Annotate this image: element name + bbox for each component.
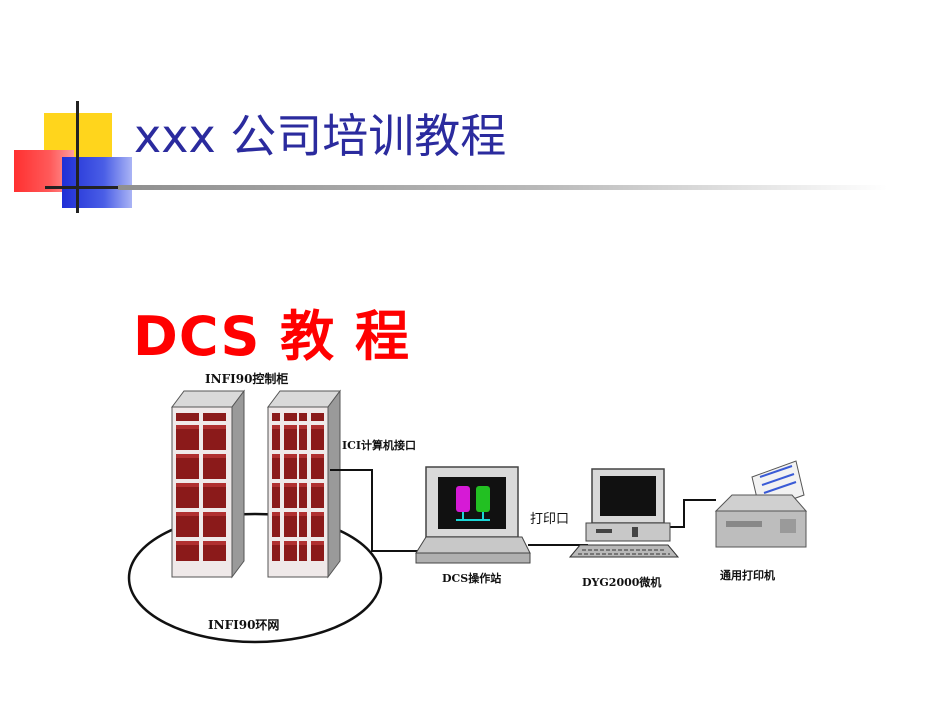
deco-vertical-line — [76, 101, 79, 213]
workstation-label: DCS操作站 — [442, 571, 501, 585]
deco-blue-square — [62, 157, 132, 208]
print-port-label: 打印口 — [530, 512, 569, 527]
infi90-ring — [127, 512, 383, 644]
ici-connection-line — [330, 469, 430, 552]
workstation-screen-icon — [456, 486, 470, 512]
control-cabinet-2 — [267, 389, 341, 579]
slide-subtitle: DCS 教 程 — [133, 305, 410, 368]
dyg2000-microcomputer — [568, 468, 680, 558]
ici-interface-label: ICI计算机接口 — [342, 438, 416, 452]
microcomputer-label: DYG2000微机 — [582, 575, 661, 589]
printer-label: 通用打印机 — [720, 568, 775, 582]
title-underline — [118, 185, 888, 190]
printer-connection-line — [660, 499, 716, 528]
page-title: xxx 公司培训教程 — [134, 109, 507, 163]
dcs-workstation — [415, 466, 531, 564]
printer — [714, 460, 808, 548]
control-cabinet-1 — [171, 389, 245, 579]
deco-horizontal-line — [45, 186, 131, 189]
ring-label: INFI90环网 — [208, 618, 279, 632]
cabinet-label: INFI90控制柜 — [205, 371, 288, 386]
dcs-system-diagram: INFI90控制柜 INFI90环网 ICI计算机接口 打印口 DCS操作站 D… — [127, 371, 808, 644]
